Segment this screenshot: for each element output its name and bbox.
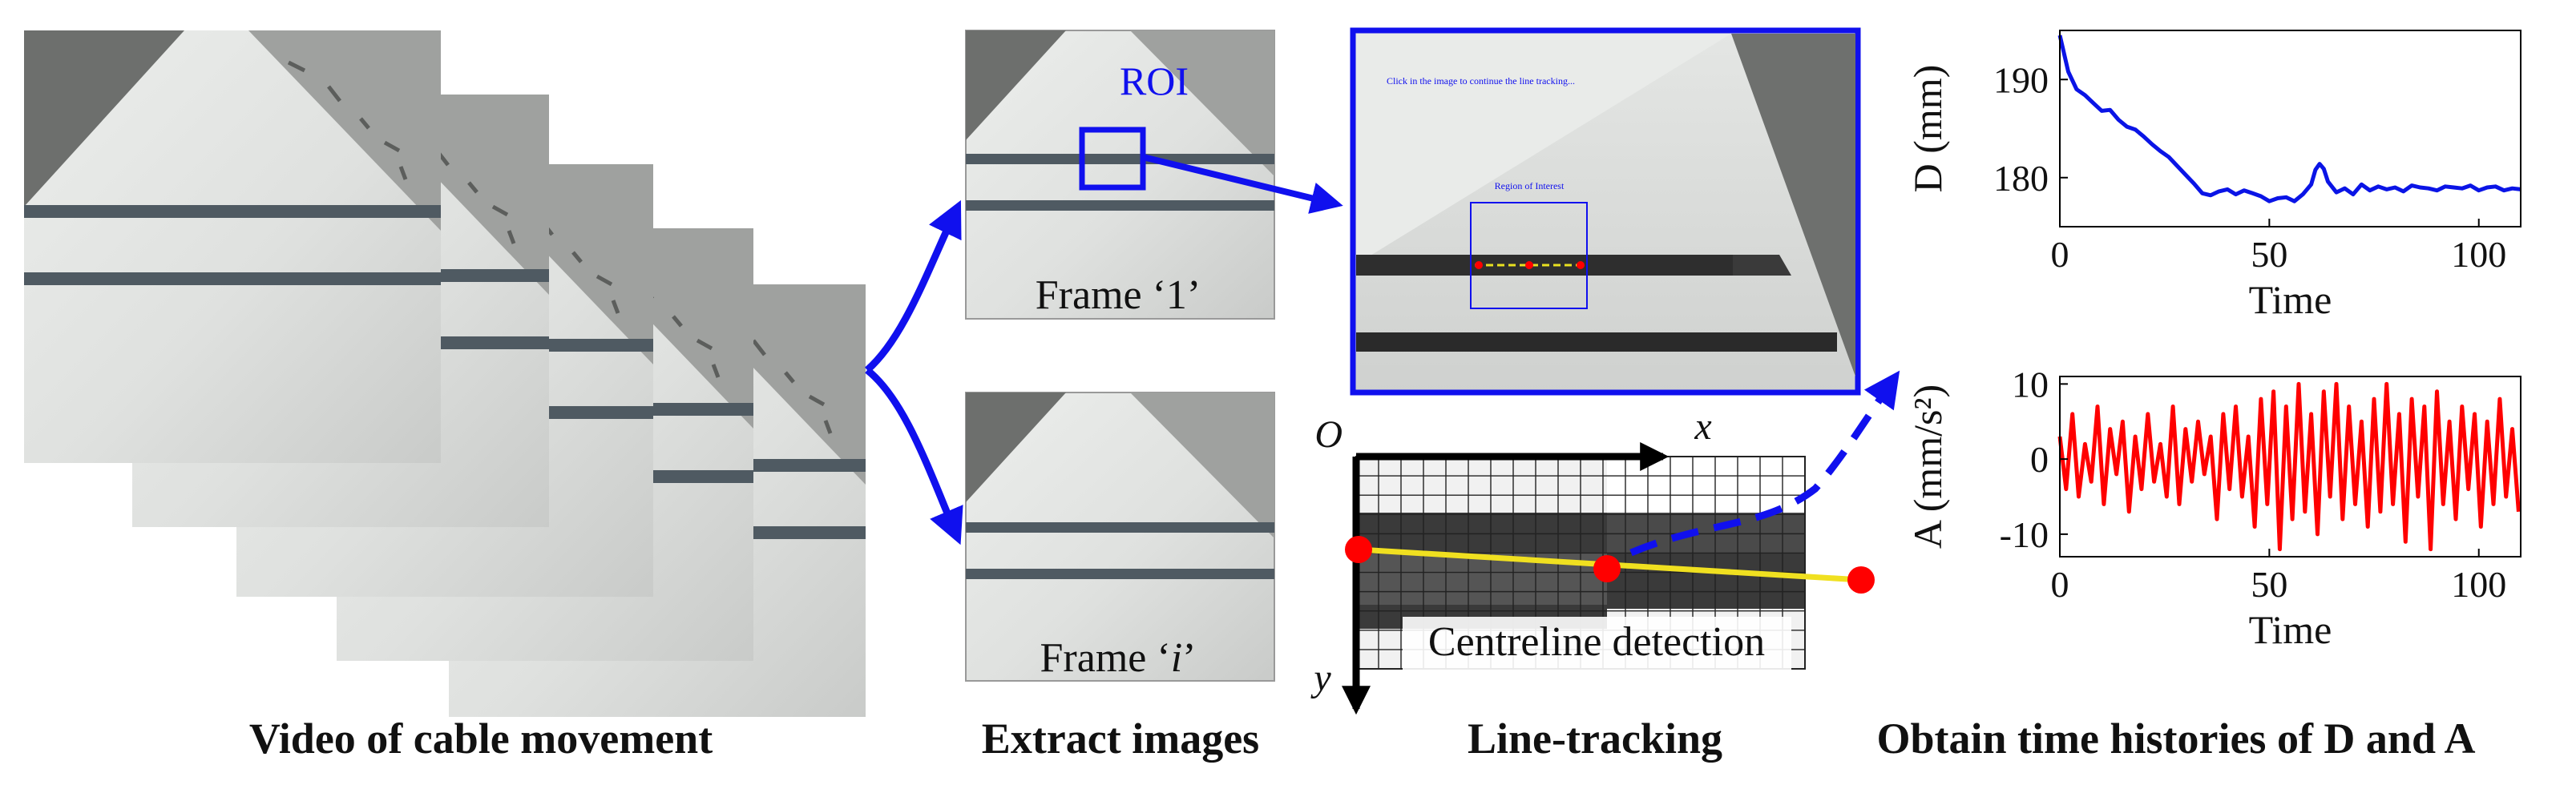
centreline-start-point [1345, 536, 1372, 563]
caption-video: Video of cable movement [249, 715, 713, 763]
caption-histories: Obtain time histories of D and A [1876, 715, 2475, 763]
chart-d-y-tick-label: 180 [1993, 158, 2049, 199]
centreline-mid-point [1593, 555, 1621, 582]
screen-instruction: Click in the image to continue the line … [1387, 75, 1575, 87]
centreline-detection-label: Centreline detection [1428, 619, 1765, 665]
chart-a-y-tick-label: -10 [2000, 514, 2049, 555]
chart-a-plot-frame [2059, 376, 2521, 558]
chart-a-x-tick-label: 0 [2051, 564, 2069, 605]
video-frame-stack [24, 30, 866, 717]
chart-a-y-axis-label: A (mm/s²) [1905, 384, 1950, 549]
frame-1-label: Frame ‘1’ [1036, 272, 1201, 318]
chart-d-y-tick-label: 190 [1993, 59, 2049, 100]
video-frame-1 [24, 30, 441, 463]
x-axis-label: x [1694, 405, 1711, 448]
origin-label: O [1314, 413, 1343, 456]
screen-roi-box [1470, 202, 1588, 309]
y-axis-label: y [1310, 657, 1331, 699]
arrow-to-frame-i [865, 367, 963, 545]
chart-d-series-line [2057, 34, 2521, 203]
chart-a-y-tick-label: 10 [2012, 364, 2049, 405]
tracking-screen: Click in the image to continue the line … [1350, 27, 1861, 396]
chart-d-x-tick-label: 100 [2451, 234, 2506, 275]
branch-arrows [865, 199, 963, 545]
chart-a-y-tick-label: 0 [2030, 439, 2049, 480]
caption-tracking: Line-tracking [1468, 715, 1722, 763]
chart-d-y-axis-label: D (mm) [1905, 65, 1950, 193]
centreline-end-point [1847, 566, 1875, 594]
frame-i-image: Frame ‘i’ [965, 392, 1275, 682]
chart-a-x-axis-label: Time [2249, 607, 2332, 652]
chart-d-plot-frame [2059, 30, 2521, 227]
chart-a-x-tick-label: 100 [2451, 564, 2506, 605]
caption-extract: Extract images [982, 715, 1259, 763]
chart-d-x-axis-label: Time [2249, 277, 2332, 322]
screen-roi-caption: Region of Interest [1495, 180, 1565, 191]
chart-d-x-tick-label: 0 [2051, 234, 2069, 275]
chart-d-x-tick-label: 50 [2251, 234, 2287, 275]
chart-a-series-line [2057, 381, 2521, 552]
roi-label: ROI [1120, 58, 1189, 103]
chart-a-x-tick-label: 50 [2251, 564, 2287, 605]
roi-arrow [1142, 154, 1343, 214]
tracking-to-histories-arrow [1629, 370, 1900, 557]
centreline-grid: Centreline detection O x y [1310, 370, 1900, 715]
arrow-to-frame-1 [865, 199, 962, 373]
frame-i-label: Frame ‘i’ [1040, 635, 1197, 681]
